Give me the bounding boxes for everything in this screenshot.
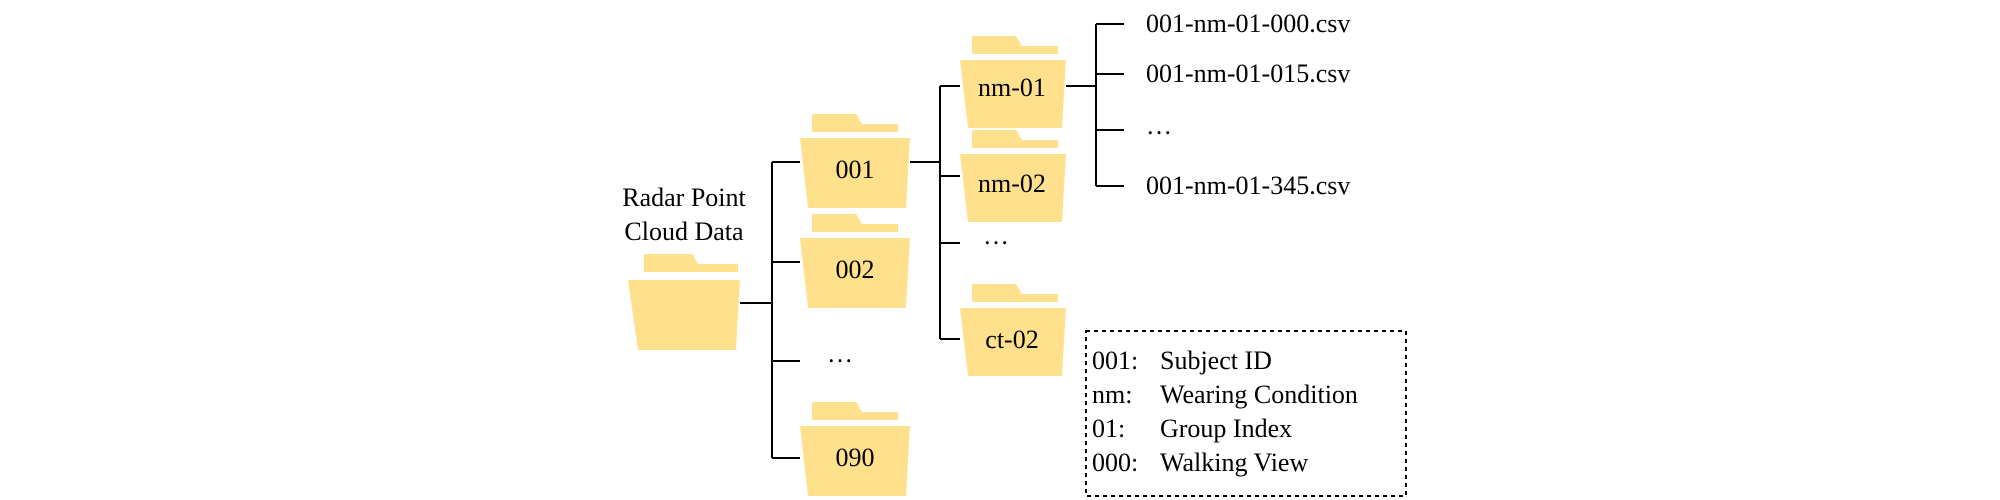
subject-label: 001 xyxy=(836,155,875,184)
condition-label: nm-02 xyxy=(978,169,1046,198)
legend-value: Group Index xyxy=(1160,414,1292,443)
legend-key: nm: xyxy=(1092,380,1132,409)
subject-label: 090 xyxy=(836,443,875,472)
subject-folder-002: 002 xyxy=(800,214,910,308)
subject-connectors xyxy=(910,85,960,340)
folder-icon xyxy=(800,114,910,208)
file-label: 001-nm-01-345.csv xyxy=(1146,171,1350,200)
legend-value: Wearing Condition xyxy=(1160,380,1358,409)
legend-value: Subject ID xyxy=(1160,346,1272,375)
subject-label: 002 xyxy=(836,255,875,284)
legend-key: 01: xyxy=(1092,414,1125,443)
condition-ellipsis: … xyxy=(983,221,1009,250)
file-ellipsis: … xyxy=(1146,111,1172,140)
folder-icon xyxy=(628,254,740,350)
legend-border xyxy=(1085,330,1407,497)
file-connectors xyxy=(1066,23,1124,187)
subject-folder-001: 001 xyxy=(800,114,910,208)
folder-icon xyxy=(800,402,910,496)
condition-folder-nm-01: nm-01 xyxy=(960,36,1066,128)
legend-value: Walking View xyxy=(1160,448,1308,477)
condition-label: nm-01 xyxy=(978,73,1046,102)
root-label-line2: Cloud Data xyxy=(624,217,744,246)
legend-key: 000: xyxy=(1092,448,1138,477)
file-label: 001-nm-01-015.csv xyxy=(1146,59,1350,88)
root-label-line1: Radar Point xyxy=(622,183,746,212)
legend-box: 001: Subject ID nm: Wearing Condition 01… xyxy=(1085,330,1407,497)
folder-icon xyxy=(960,36,1066,128)
folder-icon xyxy=(800,214,910,308)
root-connectors xyxy=(740,161,800,459)
condition-folder-ct-02: ct-02 xyxy=(960,284,1066,376)
folder-icon xyxy=(960,284,1066,376)
subject-ellipsis: … xyxy=(827,339,853,368)
condition-label: ct-02 xyxy=(985,325,1038,354)
subject-folder-090: 090 xyxy=(800,402,910,496)
condition-folder-nm-02: nm-02 xyxy=(960,130,1066,222)
root-folder: Radar Point Cloud Data xyxy=(622,183,747,350)
legend-key: 001: xyxy=(1092,346,1138,375)
folder-icon xyxy=(960,130,1066,222)
file-label: 001-nm-01-000.csv xyxy=(1146,9,1350,38)
